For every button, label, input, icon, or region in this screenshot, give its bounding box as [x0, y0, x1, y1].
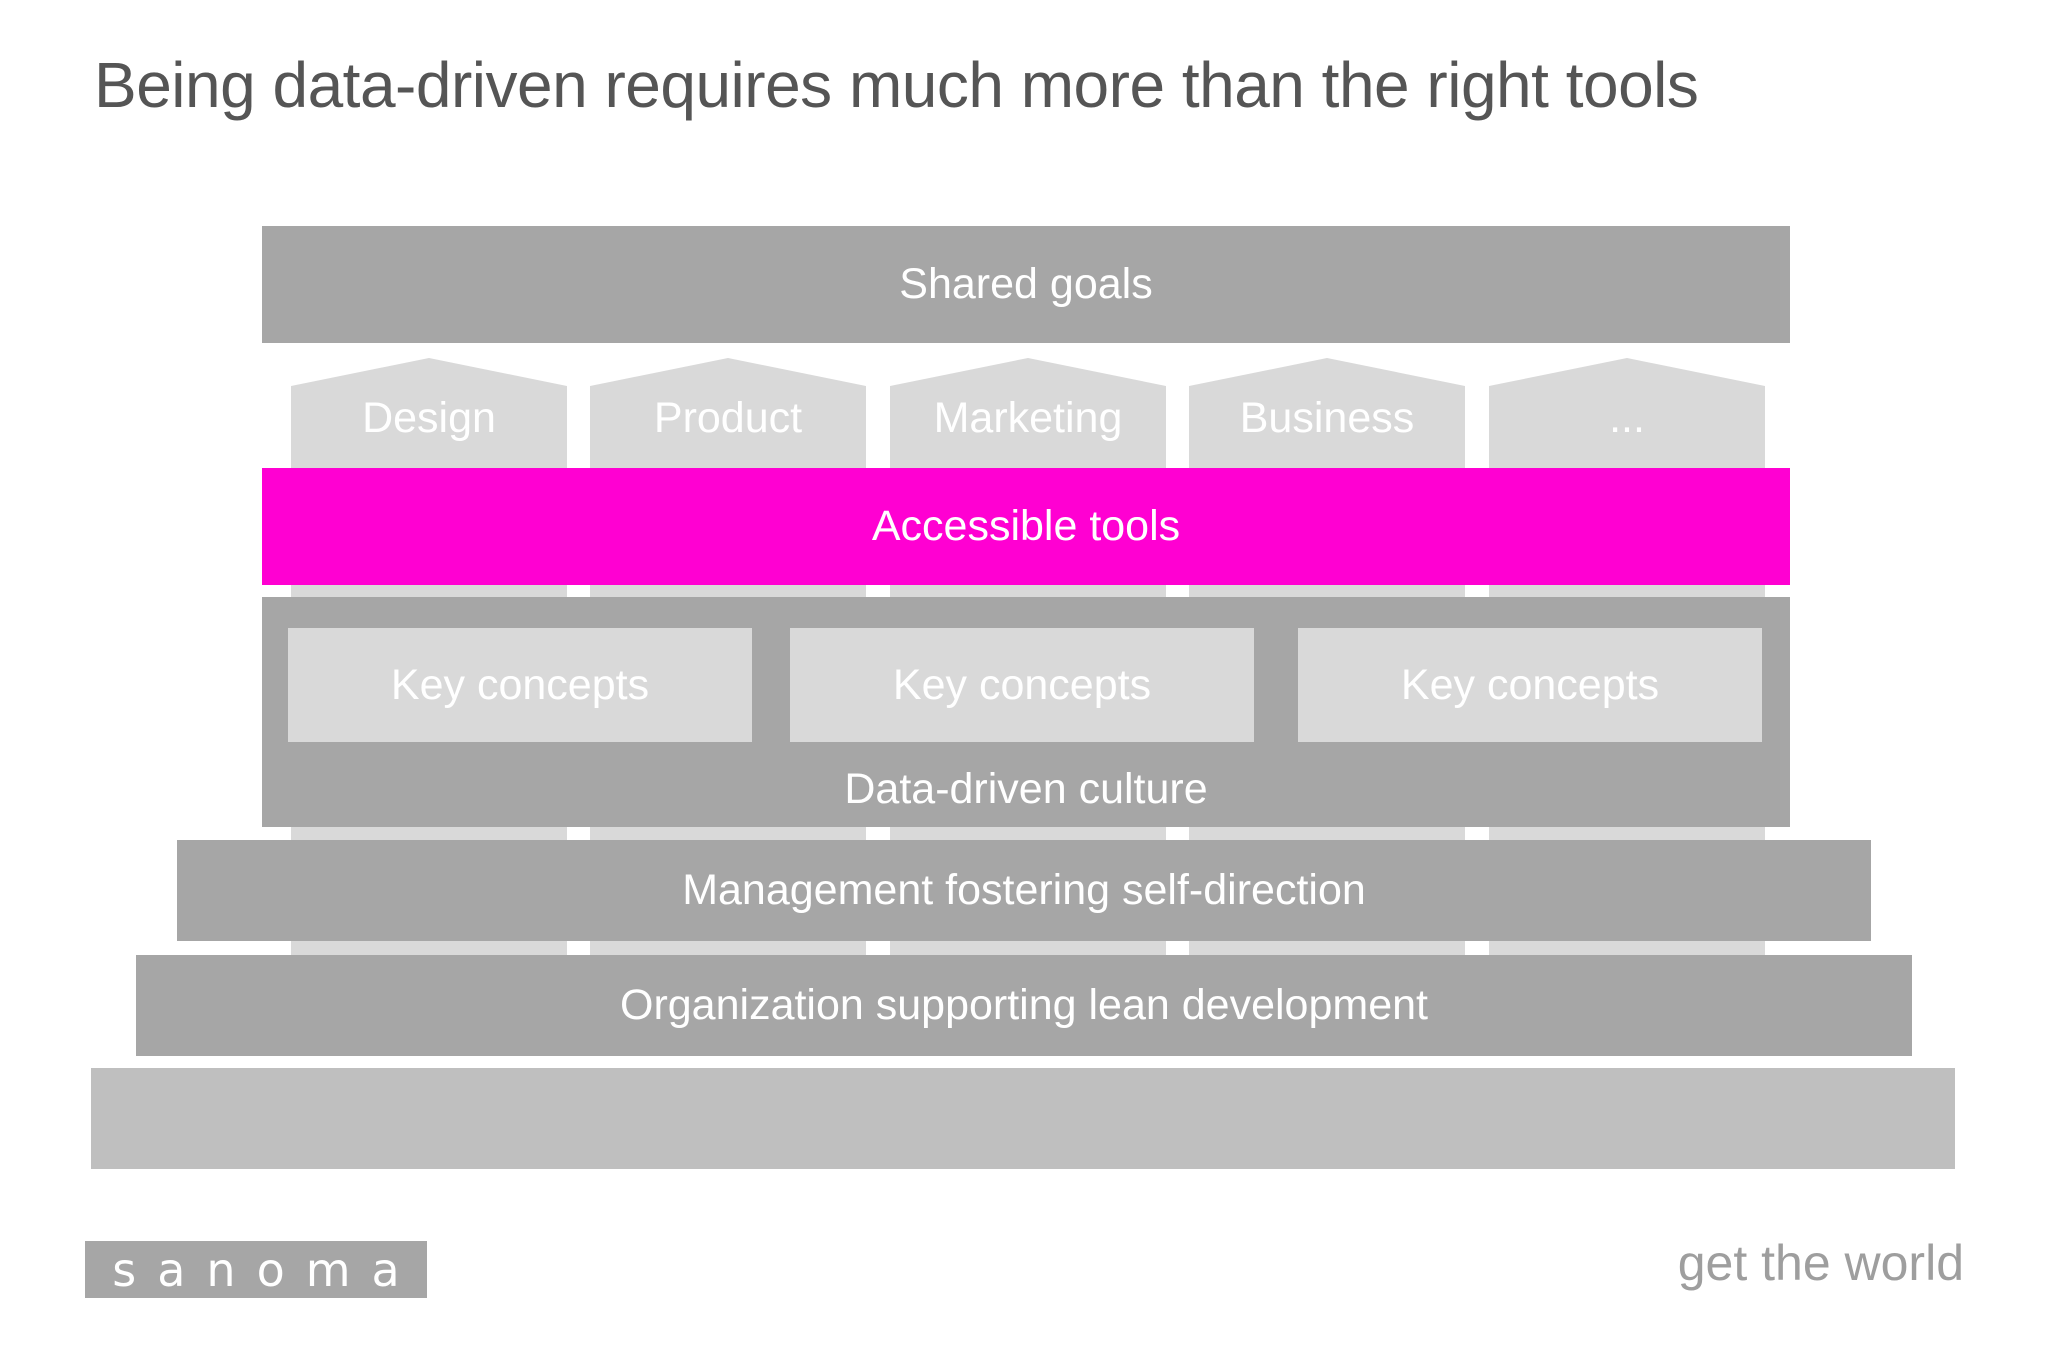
- management-bar: Management fostering self-direction: [177, 840, 1871, 941]
- pillar-label: Product: [653, 394, 803, 442]
- sanoma-logo-text: sanoma: [112, 1242, 421, 1297]
- key-concepts-box: Key concepts: [1298, 628, 1762, 742]
- key-concepts-box: Key concepts: [790, 628, 1254, 742]
- slide-title: Being data-driven requires much more tha…: [94, 49, 1699, 121]
- tagline: get the world: [1677, 1235, 1964, 1291]
- organization-bar: Organization supporting lean development: [136, 955, 1912, 1056]
- pillar-label: Business: [1239, 394, 1415, 442]
- pillar-label: Design: [362, 394, 496, 442]
- key-concepts-box: Key concepts: [288, 628, 752, 742]
- data-driven-culture-label: Data-driven culture: [844, 765, 1208, 813]
- pillar-label: Marketing: [933, 394, 1123, 442]
- foundation-bar: [91, 1068, 1955, 1169]
- shared-goals-bar: Shared goals: [262, 226, 1790, 343]
- data-driven-culture-box: Key concepts Key concepts Key concepts D…: [262, 597, 1790, 827]
- sanoma-logo: sanoma: [85, 1241, 427, 1298]
- accessible-tools-bar: Accessible tools: [262, 468, 1790, 585]
- pillar-label: ...: [1609, 394, 1645, 442]
